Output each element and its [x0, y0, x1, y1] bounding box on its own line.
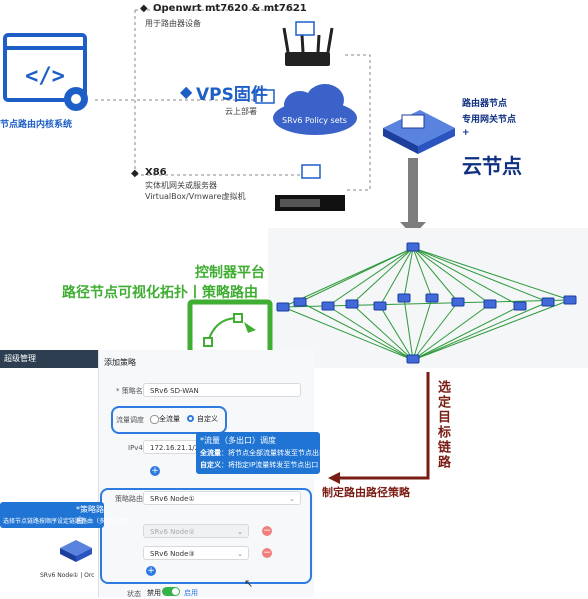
route-tip-title: *策略路由: [76, 505, 104, 525]
panel-title: 添加策略: [104, 358, 136, 367]
flow-tip-all: 全流量：将节点全部流量转发至节点出口: [200, 448, 326, 458]
kernel-label: 节点路由内核系统: [0, 120, 73, 130]
flow-tip-custom: 自定义：将指定IP流量转发至节点出口: [200, 460, 318, 470]
node-type-line1: 路由器节点: [462, 99, 508, 109]
left-header-title: 超级管理: [4, 354, 36, 363]
bottom-node-caption: SRv6 Node① | Orc: [40, 572, 95, 579]
vps-sub: 云上部署: [225, 107, 257, 116]
route-tip-desc: 选择节点链路按顺序设定链路路由（多跳）路径: [3, 518, 130, 525]
policy-arrow-head: [328, 472, 340, 484]
policy-path-arrow: [340, 372, 430, 480]
topology-nodes: [276, 242, 577, 364]
router-diamond: ◆: [140, 3, 148, 14]
add-node-button[interactable]: +: [146, 566, 156, 576]
status-disable: 禁用: [147, 589, 161, 597]
chevron-down-icon: ⌄: [237, 550, 243, 558]
topology-links: [282, 247, 571, 361]
ipv4-label: IPv4: [128, 444, 143, 452]
router-sub: 用于路由器设备: [145, 19, 201, 28]
cloud-icon: [255, 84, 357, 135]
x86-title: X86: [145, 167, 167, 178]
status-toggle[interactable]: [162, 587, 180, 596]
chevron-down-icon: ⌄: [289, 495, 295, 503]
ipv4-input[interactable]: 172.16.21.1/24: [143, 440, 204, 454]
remove-node3-button[interactable]: −: [262, 548, 272, 558]
flow-tooltip: *流量（多出口）调度 全流量：将节点全部流量转发至节点出口 自定义：将指定IP流…: [196, 432, 326, 474]
policy-label: 制定路由路径策略: [322, 486, 410, 499]
central-node-icon: [383, 110, 455, 154]
flow-radio-all[interactable]: [150, 415, 159, 424]
x86-sub1: 实体机网关或服务器: [145, 181, 217, 190]
node-type-line3: +: [462, 128, 470, 138]
route-tooltip: *策略路由 选择节点链路按顺序设定链路路由（多跳）路径: [0, 502, 129, 528]
left-header-bar: [0, 350, 98, 368]
vps-title: VPS固件: [196, 85, 268, 105]
router-title: Openwrt mt7620 & mt7621: [153, 3, 307, 14]
vps-diamond: ◆: [180, 82, 193, 101]
router-device-icon: [282, 21, 334, 66]
x86-server-icon: [275, 164, 345, 211]
down-arrow: [400, 158, 426, 236]
node2-value: SRv6 Node②: [150, 528, 195, 536]
status-on: 启用: [184, 589, 198, 597]
flow-label: 流量调度: [116, 416, 144, 424]
node-select-2[interactable]: SRv6 Node② ⌄: [143, 524, 249, 538]
node1-value: SRv6 Node①: [150, 495, 195, 503]
chevron-down-icon: ⌄: [237, 528, 243, 536]
route-label: 策略路由: [115, 495, 143, 503]
mouse-cursor-icon: ↖: [244, 577, 254, 590]
remove-node2-button[interactable]: −: [262, 526, 272, 536]
node-type-line4: 云节点: [462, 154, 522, 178]
node3-value: SRv6 Node③: [150, 550, 195, 558]
status-label: 状态: [127, 590, 141, 598]
node-select-3[interactable]: SRv6 Node③ ⌄: [143, 546, 249, 560]
name-label: * 策略名称: [116, 387, 150, 395]
x86-sub2: VirtualBox/Vmware虚拟机: [145, 192, 246, 201]
controller-title: 控制器平台: [195, 265, 265, 281]
policy-name-input[interactable]: SRv6 SD-WAN: [143, 383, 301, 397]
cloud-label: SRv6 Policy sets: [282, 116, 347, 125]
flow-opt-all: 全流量: [159, 415, 180, 423]
svg-text:</>: </>: [25, 64, 65, 89]
flow-tip-custom-text: ：将指定IP流量转发至节点出口: [221, 461, 319, 469]
flow-tip-title: *流量（多出口）调度: [200, 436, 276, 445]
dashed-connectors: [95, 9, 371, 191]
flow-tip-all-text: ：将节点全部流量转发至节点出口: [221, 449, 326, 457]
route-highlight: [100, 488, 312, 584]
node-type-line2: 专用网关节点: [462, 115, 517, 125]
flow-tip-custom-key: 自定义: [200, 461, 221, 469]
flow-radio-custom[interactable]: [187, 415, 194, 422]
node-select-1[interactable]: SRv6 Node① ⌄: [143, 491, 301, 505]
x86-diamond: ◆: [131, 168, 139, 179]
topology-title: 路径节点可视化拓扑丨策略路由: [62, 285, 258, 301]
flow-highlight: [111, 406, 227, 434]
select-link-vertical: 选定目标链路: [435, 380, 450, 470]
bottom-node-icon: [60, 540, 92, 562]
add-ip-button[interactable]: +: [150, 466, 160, 476]
kernel-system-icon: </>: [3, 33, 88, 111]
flow-tip-all-key: 全流量: [200, 449, 221, 457]
flow-opt-custom: 自定义: [197, 415, 218, 423]
